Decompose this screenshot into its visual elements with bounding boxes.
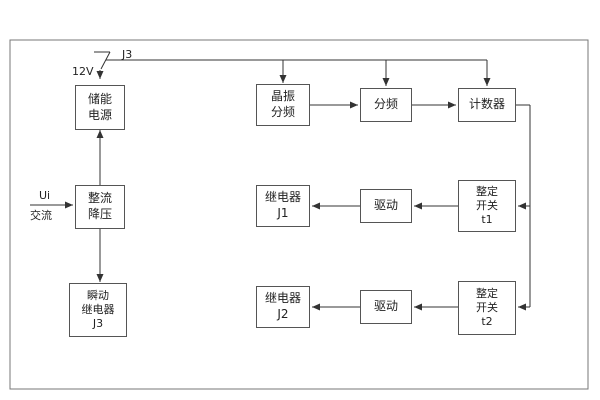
block-drive-2: 驱动 bbox=[360, 290, 412, 324]
diagram-border bbox=[9, 39, 589, 390]
block-relay-j1: 继电器 J1 bbox=[256, 185, 310, 227]
block-relay-j2: 继电器 J2 bbox=[256, 286, 310, 328]
block-crystal-divider: 晶振 分频 bbox=[256, 84, 310, 126]
voltage-label: 12V bbox=[72, 65, 94, 78]
switch-blade-wire bbox=[100, 51, 111, 70]
block-storage-power: 储能 电源 bbox=[75, 85, 125, 130]
block-setting-switch-t1: 整定 开关 t1 bbox=[458, 180, 516, 232]
ui-label: Ui bbox=[39, 189, 51, 202]
ac-label: 交流 bbox=[30, 209, 52, 222]
switch-label: J3 bbox=[122, 48, 133, 61]
block-rectifier: 整流 降压 bbox=[75, 185, 125, 229]
block-counter: 计数器 bbox=[458, 88, 516, 122]
block-setting-switch-t2: 整定 开关 t2 bbox=[458, 281, 516, 335]
block-drive-1: 驱动 bbox=[360, 189, 412, 223]
block-divider: 分频 bbox=[360, 88, 412, 122]
block-instant-relay-j3: 瞬动 继电器 J3 bbox=[69, 283, 127, 337]
